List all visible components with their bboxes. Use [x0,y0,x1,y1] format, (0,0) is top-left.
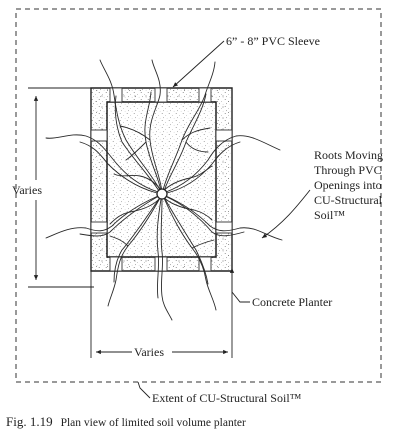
left-dimension [28,87,94,288]
figure-caption-text: Plan view of limited soil volume planter [61,417,246,429]
pvc-sleeve-top-2 [154,87,168,103]
pvc-sleeve-label: 6” - 8” PVC Sleeve [226,34,320,48]
pvc-sleeves [90,87,233,272]
roots-label-line-1: Roots Moving [314,148,383,162]
pvc-sleeve-bottom-2 [154,256,168,272]
pvc-sleeve-bottom-3 [198,256,212,272]
concrete-planter-label: Concrete Planter [252,295,332,309]
soil-extent-label: Extent of CU-Structural Soil™ [152,391,302,405]
roots-label-line-4: CU-Structural [314,193,383,207]
pvc-sleeve-right-2 [215,221,233,234]
bottom-varies-label: Varies [134,345,164,359]
soil-extent-boundary [15,8,382,383]
bottom-dimension [90,271,233,358]
roots-label-line-5: Soil™ [314,208,345,222]
roots-label-line-2: Through PVC [314,163,382,177]
roots-label-line-3: Openings into [314,178,382,192]
sleeve-leader-line [172,40,225,88]
planter-leader-line [229,268,250,303]
root-system [45,59,283,321]
figure-number: Fig. 1.19 [6,414,53,429]
pvc-sleeve-left-1 [90,129,108,142]
roots-leader-line [261,189,311,239]
concrete-planter-wall-texture [91,88,232,271]
pvc-sleeve-left-2 [90,221,108,234]
tree-trunk [156,188,168,200]
pvc-sleeve-right-1 [215,129,233,142]
extent-leader-line [137,381,151,399]
left-varies-label: Varies [12,183,42,197]
roots-label: Roots Moving Through PVC Openings into C… [314,148,386,222]
figure-caption: Fig. 1.19 Plan view of limited soil volu… [6,413,246,430]
